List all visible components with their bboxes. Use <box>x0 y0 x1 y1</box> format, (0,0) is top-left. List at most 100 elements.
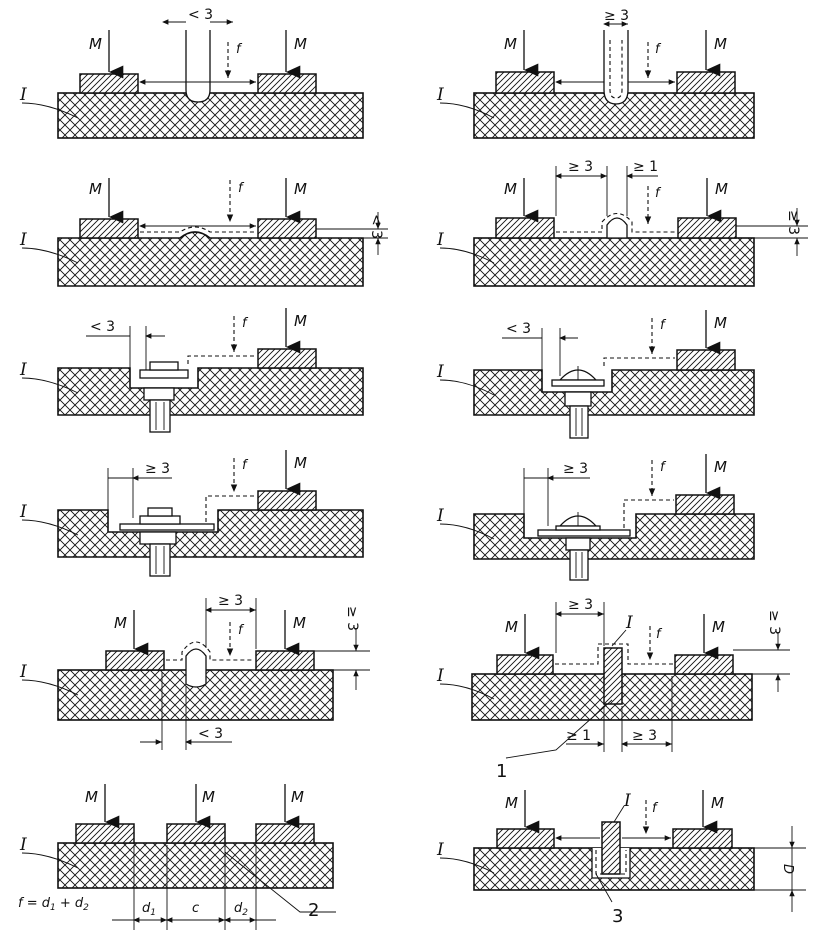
nut <box>564 391 592 407</box>
label-I: I <box>436 362 444 382</box>
insulation-body <box>57 367 364 416</box>
electrode-right <box>257 73 317 94</box>
ref-1: 1 <box>496 761 507 782</box>
washer <box>551 379 605 387</box>
label-f: f <box>660 460 667 475</box>
electrode-right <box>672 828 733 849</box>
groove <box>185 30 211 103</box>
label-I: I <box>19 230 27 250</box>
groove <box>603 30 629 105</box>
label-M-left: M <box>505 618 518 636</box>
insulation-body <box>473 237 755 287</box>
screw-shank <box>569 549 589 581</box>
label-I-barrier: I <box>623 791 631 811</box>
insulation-body <box>473 369 755 416</box>
screw-shank <box>569 405 589 439</box>
dim-ge3: ≥ 3 <box>563 461 588 477</box>
electrode <box>257 348 317 369</box>
insulating-barrier <box>601 821 621 875</box>
insulation-body <box>473 513 755 560</box>
electrode <box>257 490 317 511</box>
example-row1-left: < 3 f M M I <box>19 7 364 139</box>
dim-ge3: ≥ 3 <box>604 8 629 24</box>
label-f: f <box>238 623 245 638</box>
label-I: I <box>19 662 27 682</box>
dim-ge3: ≥ 3 <box>632 728 657 744</box>
label-I: I <box>19 360 27 380</box>
label-f: f <box>242 316 249 331</box>
ref-2: 2 <box>308 900 319 921</box>
label-I: I <box>436 230 444 250</box>
label-M-right: M <box>293 614 306 632</box>
dim-d2: d2 <box>234 901 248 918</box>
nut <box>139 531 177 545</box>
example-row4-left: ≥ 3 f M I <box>19 450 364 577</box>
example-row6-left: M M M d1 c d2 f = d1 + d2 2 I <box>18 784 336 930</box>
label-M-middle: M <box>202 788 215 806</box>
electrode-left <box>496 828 555 849</box>
example-row6-right: I f M M D 3 I <box>436 790 806 927</box>
dim-ge3: ≥ 3 <box>145 461 170 477</box>
dim-c: c <box>192 901 199 916</box>
nut <box>565 537 591 551</box>
electrode <box>675 494 735 515</box>
rib <box>606 217 628 239</box>
label-M-left: M <box>114 614 127 632</box>
label-f: f <box>652 801 659 816</box>
dim-ge3: ≥ 3 <box>568 159 593 175</box>
dim-lt3: < 3 <box>506 321 531 337</box>
label-M: M <box>714 458 727 476</box>
dim-ge3: ≥ 3 <box>568 597 593 613</box>
label-I: I <box>436 506 444 526</box>
label-M-left: M <box>504 35 517 53</box>
dim-D: D <box>780 864 795 874</box>
electrode-right <box>674 654 734 675</box>
label-M-right: M <box>714 35 727 53</box>
example-row5-left: ≥ 3 f M M ≥ 3 < 3 I <box>19 593 370 750</box>
label-M-left: M <box>89 35 102 53</box>
washer <box>139 369 189 379</box>
insulation-body <box>57 509 364 558</box>
label-M: M <box>714 314 727 332</box>
label-f: f <box>655 42 662 57</box>
label-I: I <box>19 502 27 522</box>
electrode-left <box>495 71 555 94</box>
insulation-body <box>57 92 364 139</box>
example-row3-left: < 3 f M I <box>19 308 364 433</box>
washer <box>139 515 181 525</box>
screw-head <box>149 361 179 371</box>
electrode-left <box>79 218 139 239</box>
label-M-left: M <box>85 788 98 806</box>
label-M-left: M <box>505 794 518 812</box>
insulation-body <box>57 231 364 287</box>
electrode-right <box>257 218 317 239</box>
label-M-right: M <box>712 618 725 636</box>
washer <box>555 525 601 531</box>
electrode-right <box>676 71 736 94</box>
dim-d1: d1 <box>142 901 156 918</box>
dim-ge3: ≥ 3 <box>766 610 782 635</box>
electrode-middle <box>166 823 226 844</box>
label-f: f <box>242 458 249 473</box>
insulation-body <box>57 842 334 889</box>
dim-lt3: < 3 <box>368 214 384 239</box>
electrode-left <box>79 73 139 94</box>
example-row2-right: ≥ 3 ≥ 1 f M M ≥ 3 I <box>436 159 808 287</box>
dim-lt3: < 3 <box>198 726 223 742</box>
label-M-right: M <box>294 35 307 53</box>
electrode-right <box>677 217 737 239</box>
mounting-plate <box>537 529 631 537</box>
label-f: f <box>656 627 663 642</box>
label-f: f <box>655 186 662 201</box>
label-M-left: M <box>89 180 102 198</box>
example-row2-left: f M M < 3 I <box>19 178 388 287</box>
dim-ge3: ≥ 3 <box>785 210 801 235</box>
label-M-right: M <box>715 180 728 198</box>
label-I: I <box>19 835 27 855</box>
example-row1-right: ≥ 3 f M M I <box>436 8 755 139</box>
label-I: I <box>436 666 444 686</box>
label-M-right: M <box>294 180 307 198</box>
slotted-rib <box>185 648 207 688</box>
